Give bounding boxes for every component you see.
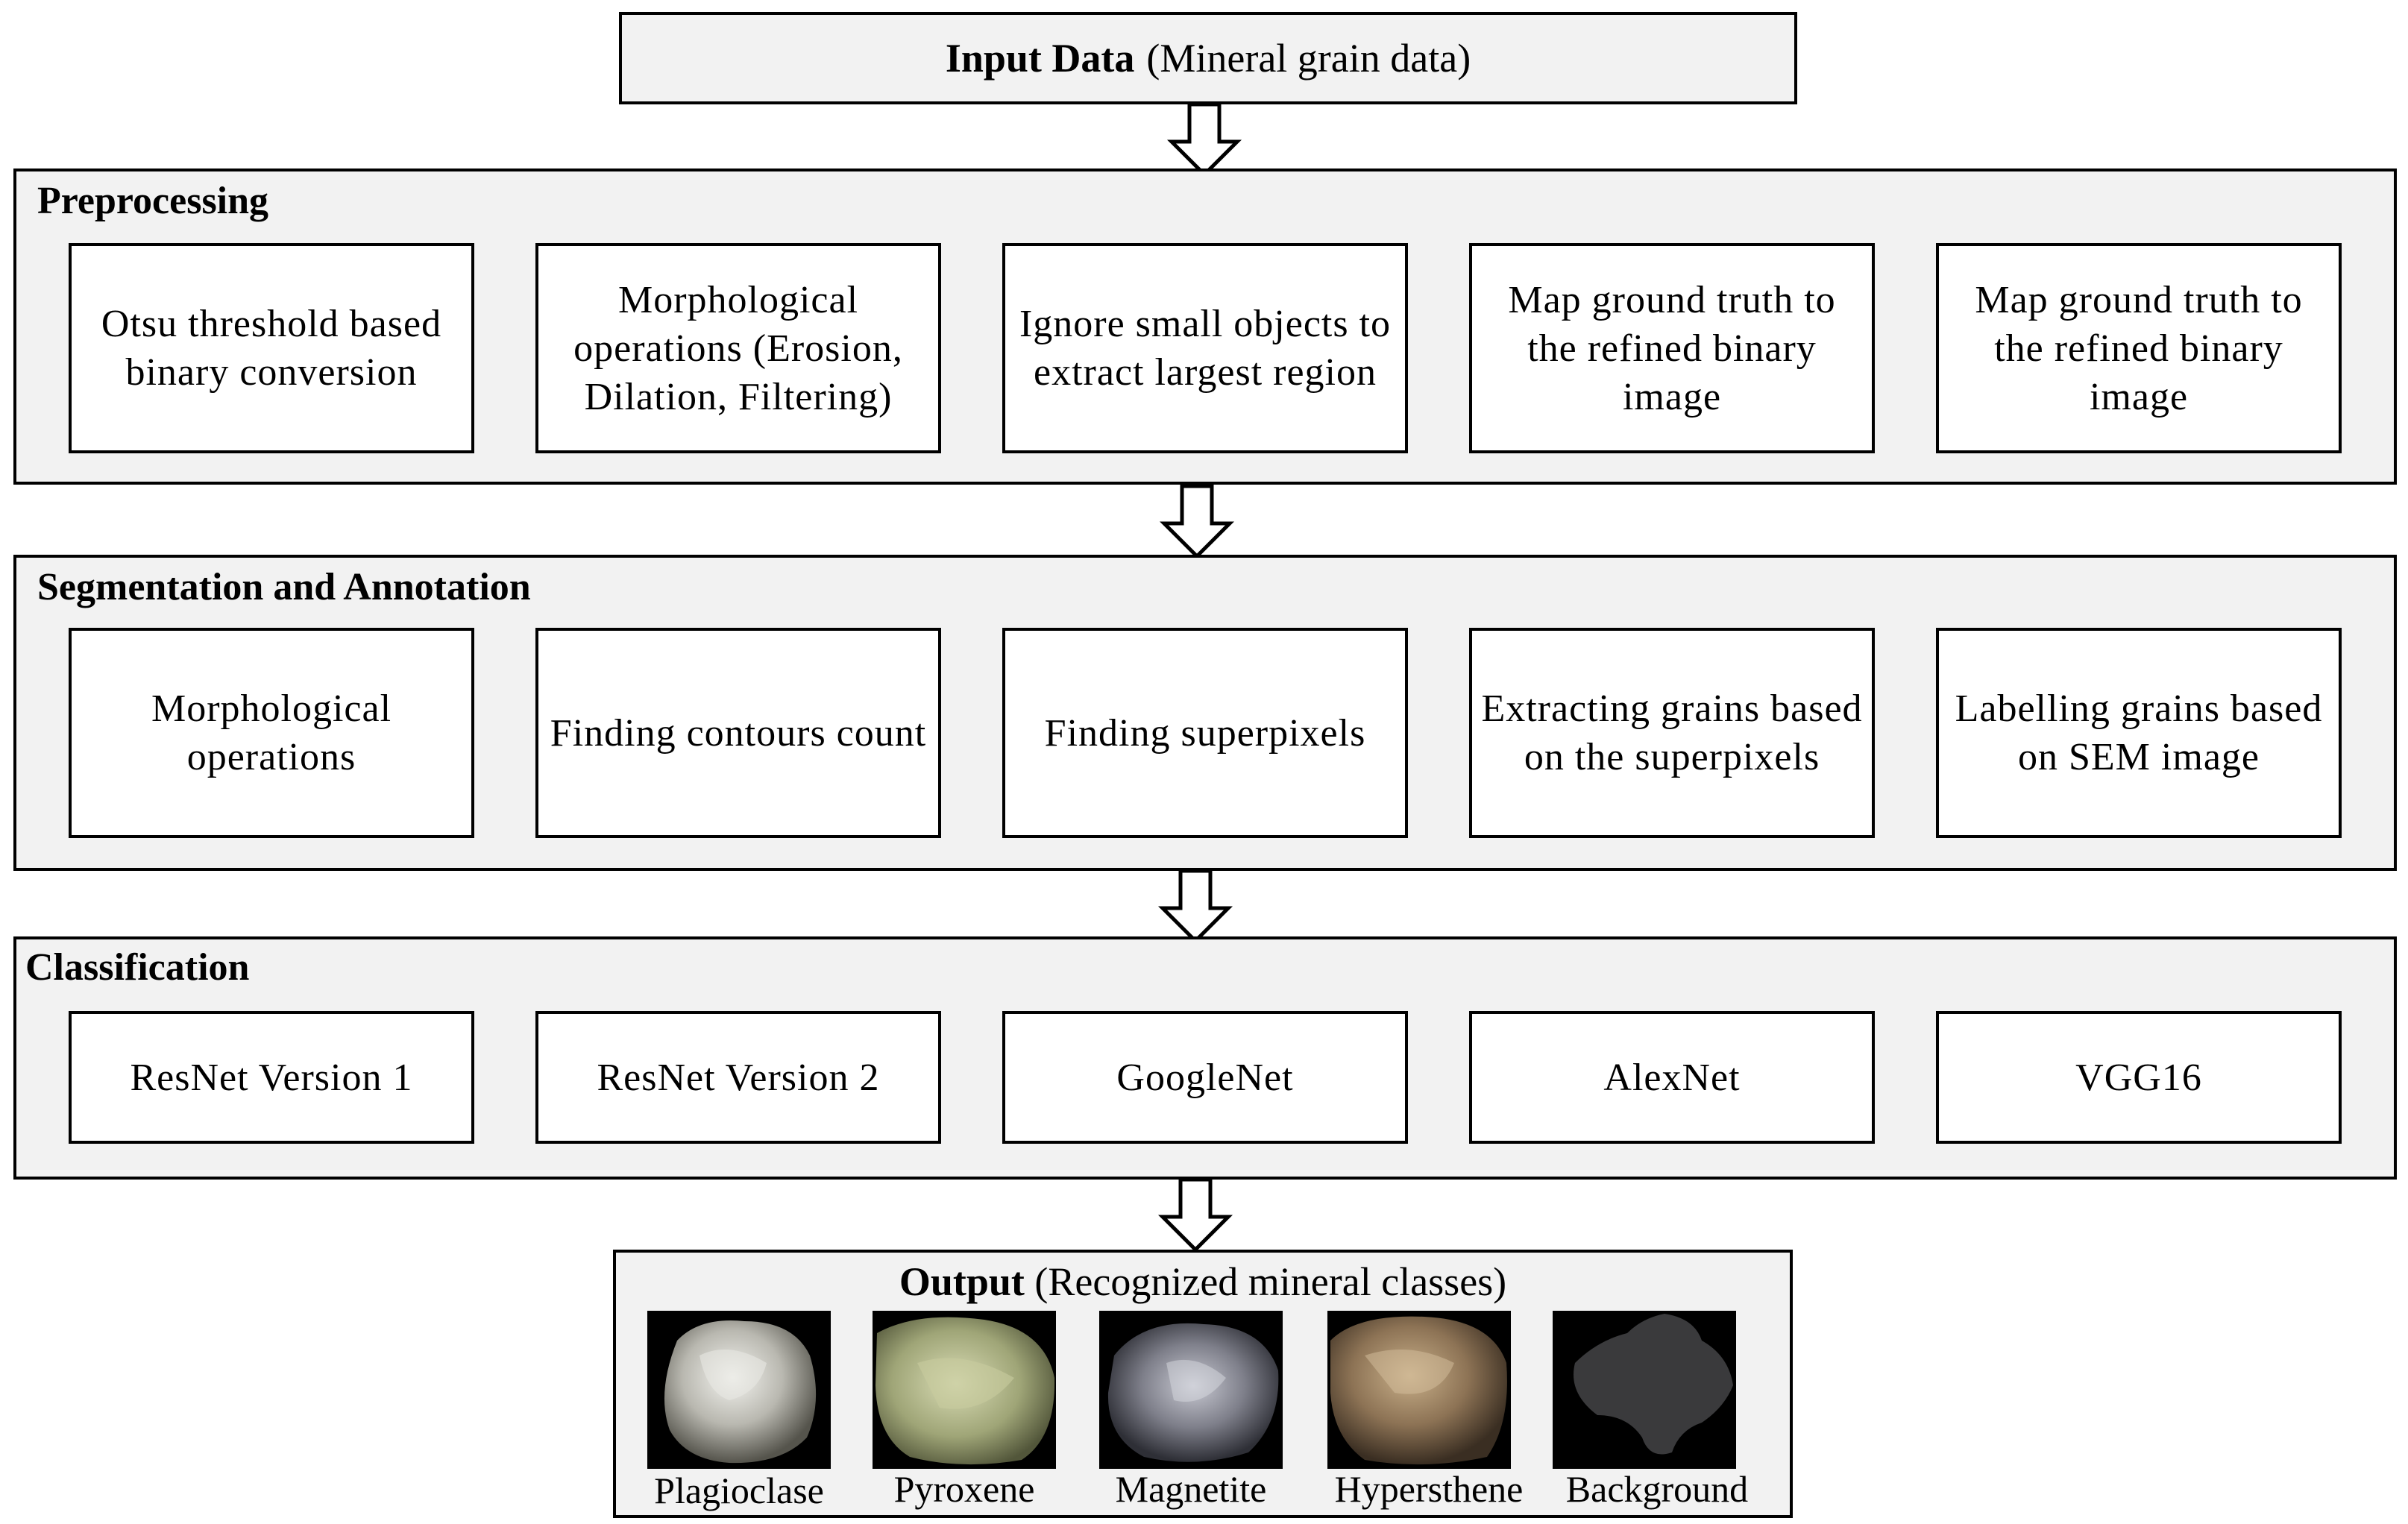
output-box: Output (Recognized mineral classes) — [613, 1250, 1793, 1518]
otsu-threshold-step: Otsu threshold based binary conversion — [69, 243, 474, 453]
magnetite-label: Magnetite — [1115, 1468, 1267, 1510]
pyroxene-grain-image — [873, 1311, 1056, 1469]
input-data-box: Input Data (Mineral grain data) — [619, 12, 1797, 104]
down-arrow-icon — [1160, 485, 1234, 559]
plagioclase-label: Plagioclase — [654, 1470, 824, 1511]
finding-superpixels-step: Finding superpixels — [1002, 628, 1408, 838]
down-arrow-icon — [1167, 103, 1242, 177]
extracting-grains-step: Extracting grains based on the superpixe… — [1469, 628, 1875, 838]
pyroxene-label: Pyroxene — [893, 1468, 1035, 1510]
magnetite-grain-image — [1099, 1311, 1283, 1469]
morphological-operations-step: Morphological operations — [69, 628, 474, 838]
finding-contours-step: Finding contours count — [535, 628, 941, 838]
output-subtitle: (Recognized mineral classes) — [1034, 1259, 1507, 1304]
down-arrow-icon — [1158, 1178, 1233, 1253]
vgg16-model: VGG16 — [1936, 1011, 2342, 1144]
googlenet-model: GoogleNet — [1002, 1011, 1408, 1144]
background-label: Background — [1565, 1468, 1749, 1510]
segmentation-annotation-title: Segmentation and Annotation — [37, 566, 531, 608]
output-title: Output — [899, 1259, 1025, 1304]
background-grain-image — [1553, 1311, 1736, 1469]
ignore-small-objects-step: Ignore small objects to extract largest … — [1002, 243, 1408, 453]
labelling-grains-step: Labelling grains based on SEM image — [1936, 628, 2342, 838]
hypersthene-label: Hypersthene — [1334, 1468, 1524, 1510]
hypersthene-grain-image — [1327, 1311, 1511, 1469]
classification-title: Classification — [25, 946, 250, 989]
input-data-subtitle: (Mineral grain data) — [1146, 36, 1471, 81]
alexnet-model: AlexNet — [1469, 1011, 1875, 1144]
segmentation-annotation-panel: Segmentation and Annotation Morphologica… — [13, 555, 2397, 871]
morphological-operations-step: Morphological operations (Erosion, Dilat… — [535, 243, 941, 453]
input-data-title: Input Data — [945, 36, 1135, 81]
plagioclase-grain-image — [647, 1311, 831, 1469]
output-heading: Output (Recognized mineral classes) — [616, 1259, 1790, 1305]
down-arrow-icon — [1158, 869, 1233, 944]
map-ground-truth-step: Map ground truth to the refined binary i… — [1469, 243, 1875, 453]
preprocessing-panel: Preprocessing Otsu threshold based binar… — [13, 169, 2397, 485]
classification-panel: Classification ResNet Version 1 ResNet V… — [13, 936, 2397, 1180]
resnet-v2-model: ResNet Version 2 — [535, 1011, 941, 1144]
resnet-v1-model: ResNet Version 1 — [69, 1011, 474, 1144]
preprocessing-title: Preprocessing — [37, 180, 269, 222]
map-ground-truth-step: Map ground truth to the refined binary i… — [1936, 243, 2342, 453]
